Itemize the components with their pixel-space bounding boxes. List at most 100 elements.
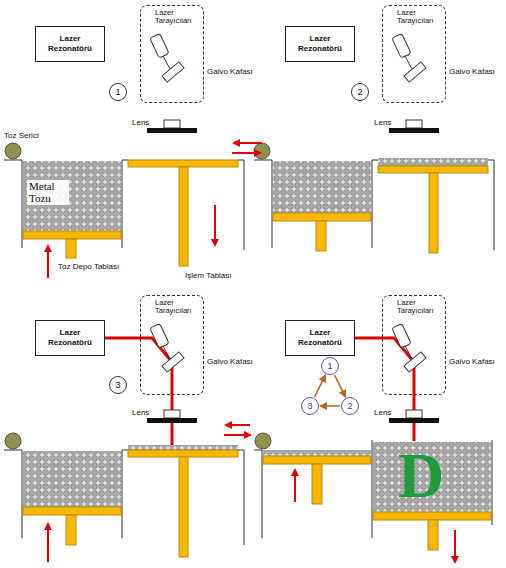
- lens-mount: [147, 128, 197, 133]
- step-number-circle: 2: [351, 83, 369, 101]
- galvo-head-box: Lazer TarayıcılarıGalvo Kafası: [382, 295, 446, 395]
- callout-number: 3: [110, 377, 126, 393]
- step-number-circle: 2: [341, 397, 359, 415]
- table-stem: [66, 239, 76, 258]
- laser-beam-connector: [105, 337, 140, 340]
- galvo-label: Galvo Kafası: [449, 68, 495, 77]
- build-table: [373, 512, 491, 520]
- laser-scanner: [150, 33, 169, 58]
- metal-powder: [23, 161, 121, 231]
- laser-resonator-box: Lazer Rezonatörü: [285, 320, 355, 356]
- metal-powder: [128, 445, 238, 450]
- powder-table: [273, 213, 371, 221]
- part-letter: D: [398, 444, 444, 508]
- metal-powder: [273, 161, 371, 213]
- laser-beam: [413, 423, 416, 441]
- build-table: [378, 166, 488, 173]
- chamber-wall: [254, 160, 494, 250]
- part-label: İşlem Tablası: [185, 272, 232, 281]
- table-stem: [179, 457, 188, 557]
- part-label: Toz Depo Tablası: [58, 263, 119, 272]
- galvo-head-box: Lazer TarayıcılarıGalvo Kafası: [140, 5, 204, 103]
- laser-resonator-box: Lazer Rezonatörü: [35, 26, 105, 62]
- galvo-label: Galvo Kafası: [207, 358, 253, 367]
- lens: [164, 410, 180, 418]
- scanner-link: [163, 346, 170, 359]
- chamber-wall: [254, 440, 492, 538]
- scanner-label: Lazer Tarayıcıları: [155, 299, 203, 316]
- cycle-arrow: [320, 405, 340, 407]
- galvo-mirror: [162, 62, 184, 82]
- build-table: [128, 450, 238, 457]
- callout-number: 3: [302, 398, 318, 414]
- part-label: Lens: [374, 119, 391, 128]
- lens: [406, 120, 422, 128]
- step-number-circle: 1: [109, 83, 127, 101]
- step-number-circle: 1: [321, 357, 339, 375]
- table-stem: [429, 173, 438, 253]
- box-label: Lazer Rezonatörü: [38, 34, 102, 53]
- drawing-part: [147, 33, 439, 423]
- scanner-link: [163, 56, 170, 69]
- powder-roller: [254, 143, 270, 159]
- galvo-label: Galvo Kafası: [207, 68, 253, 77]
- scanner-label: Lazer Tarayıcıları: [155, 9, 203, 26]
- table-stem: [66, 515, 76, 545]
- drawing-part: [48, 143, 455, 562]
- metal-powder: [263, 450, 371, 456]
- part-label: Toz Serici: [4, 132, 39, 141]
- lens-mount: [389, 128, 439, 133]
- motion-arrow: [454, 530, 456, 562]
- callout-number: 2: [352, 84, 368, 100]
- callout-number: 1: [110, 84, 126, 100]
- laser-beam-connector: [355, 337, 382, 340]
- table-stem: [312, 464, 322, 504]
- step-number-circle: 3: [109, 376, 127, 394]
- lens: [406, 410, 422, 418]
- chamber-wall: [4, 160, 244, 250]
- motion-arrow: [47, 246, 49, 278]
- galvo-head-box: Lazer TarayıcılarıGalvo Kafası: [140, 295, 204, 395]
- motion-arrow: [224, 434, 250, 436]
- laser-beam: [140, 338, 172, 410]
- laser-resonator-box: Lazer Rezonatörü: [285, 26, 355, 62]
- drawing-part: [4, 160, 494, 545]
- metal-powder: [23, 451, 121, 507]
- lens-mount: [389, 418, 439, 423]
- galvo-head-box: Lazer TarayıcılarıGalvo Kafası: [382, 5, 446, 103]
- chamber-wall: [4, 450, 244, 545]
- laser-scanner: [392, 33, 411, 58]
- galvo-mirror: [404, 62, 426, 82]
- laser-beam: [382, 338, 414, 410]
- motion-arrow: [234, 142, 262, 144]
- laser-beam: [171, 423, 174, 445]
- part-label: Lens: [374, 409, 391, 418]
- powder-label: Metal Tozu: [27, 180, 69, 205]
- motion-arrow: [232, 152, 260, 154]
- part-label: Lens: [132, 119, 149, 128]
- powder-roller: [5, 143, 21, 159]
- motion-arrow: [214, 205, 216, 245]
- cycle-arrow: [314, 375, 325, 397]
- box-label: Lazer Rezonatörü: [38, 328, 102, 347]
- powder-table: [23, 231, 121, 239]
- motion-arrow: [294, 470, 296, 502]
- scanner-link: [405, 56, 412, 69]
- table-stem: [428, 520, 438, 550]
- drawing-part: [23, 158, 491, 512]
- galvo-mirror: [162, 352, 184, 372]
- motion-arrow: [47, 524, 49, 562]
- powder-roller: [255, 433, 271, 449]
- metal-powder: [373, 442, 491, 512]
- scanner-label: Lazer Tarayıcıları: [397, 299, 445, 316]
- galvo-label: Galvo Kafası: [449, 358, 495, 367]
- box-label: Lazer Rezonatörü: [288, 328, 352, 347]
- scanner-link: [405, 346, 412, 359]
- metal-powder: [378, 158, 488, 166]
- step-number-circle: 3: [301, 397, 319, 415]
- build-table: [128, 160, 238, 167]
- box-label: Lazer Rezonatörü: [288, 34, 352, 53]
- drawing-part: [5, 143, 271, 449]
- lens-mount: [147, 418, 197, 423]
- laser-scanner: [150, 323, 169, 348]
